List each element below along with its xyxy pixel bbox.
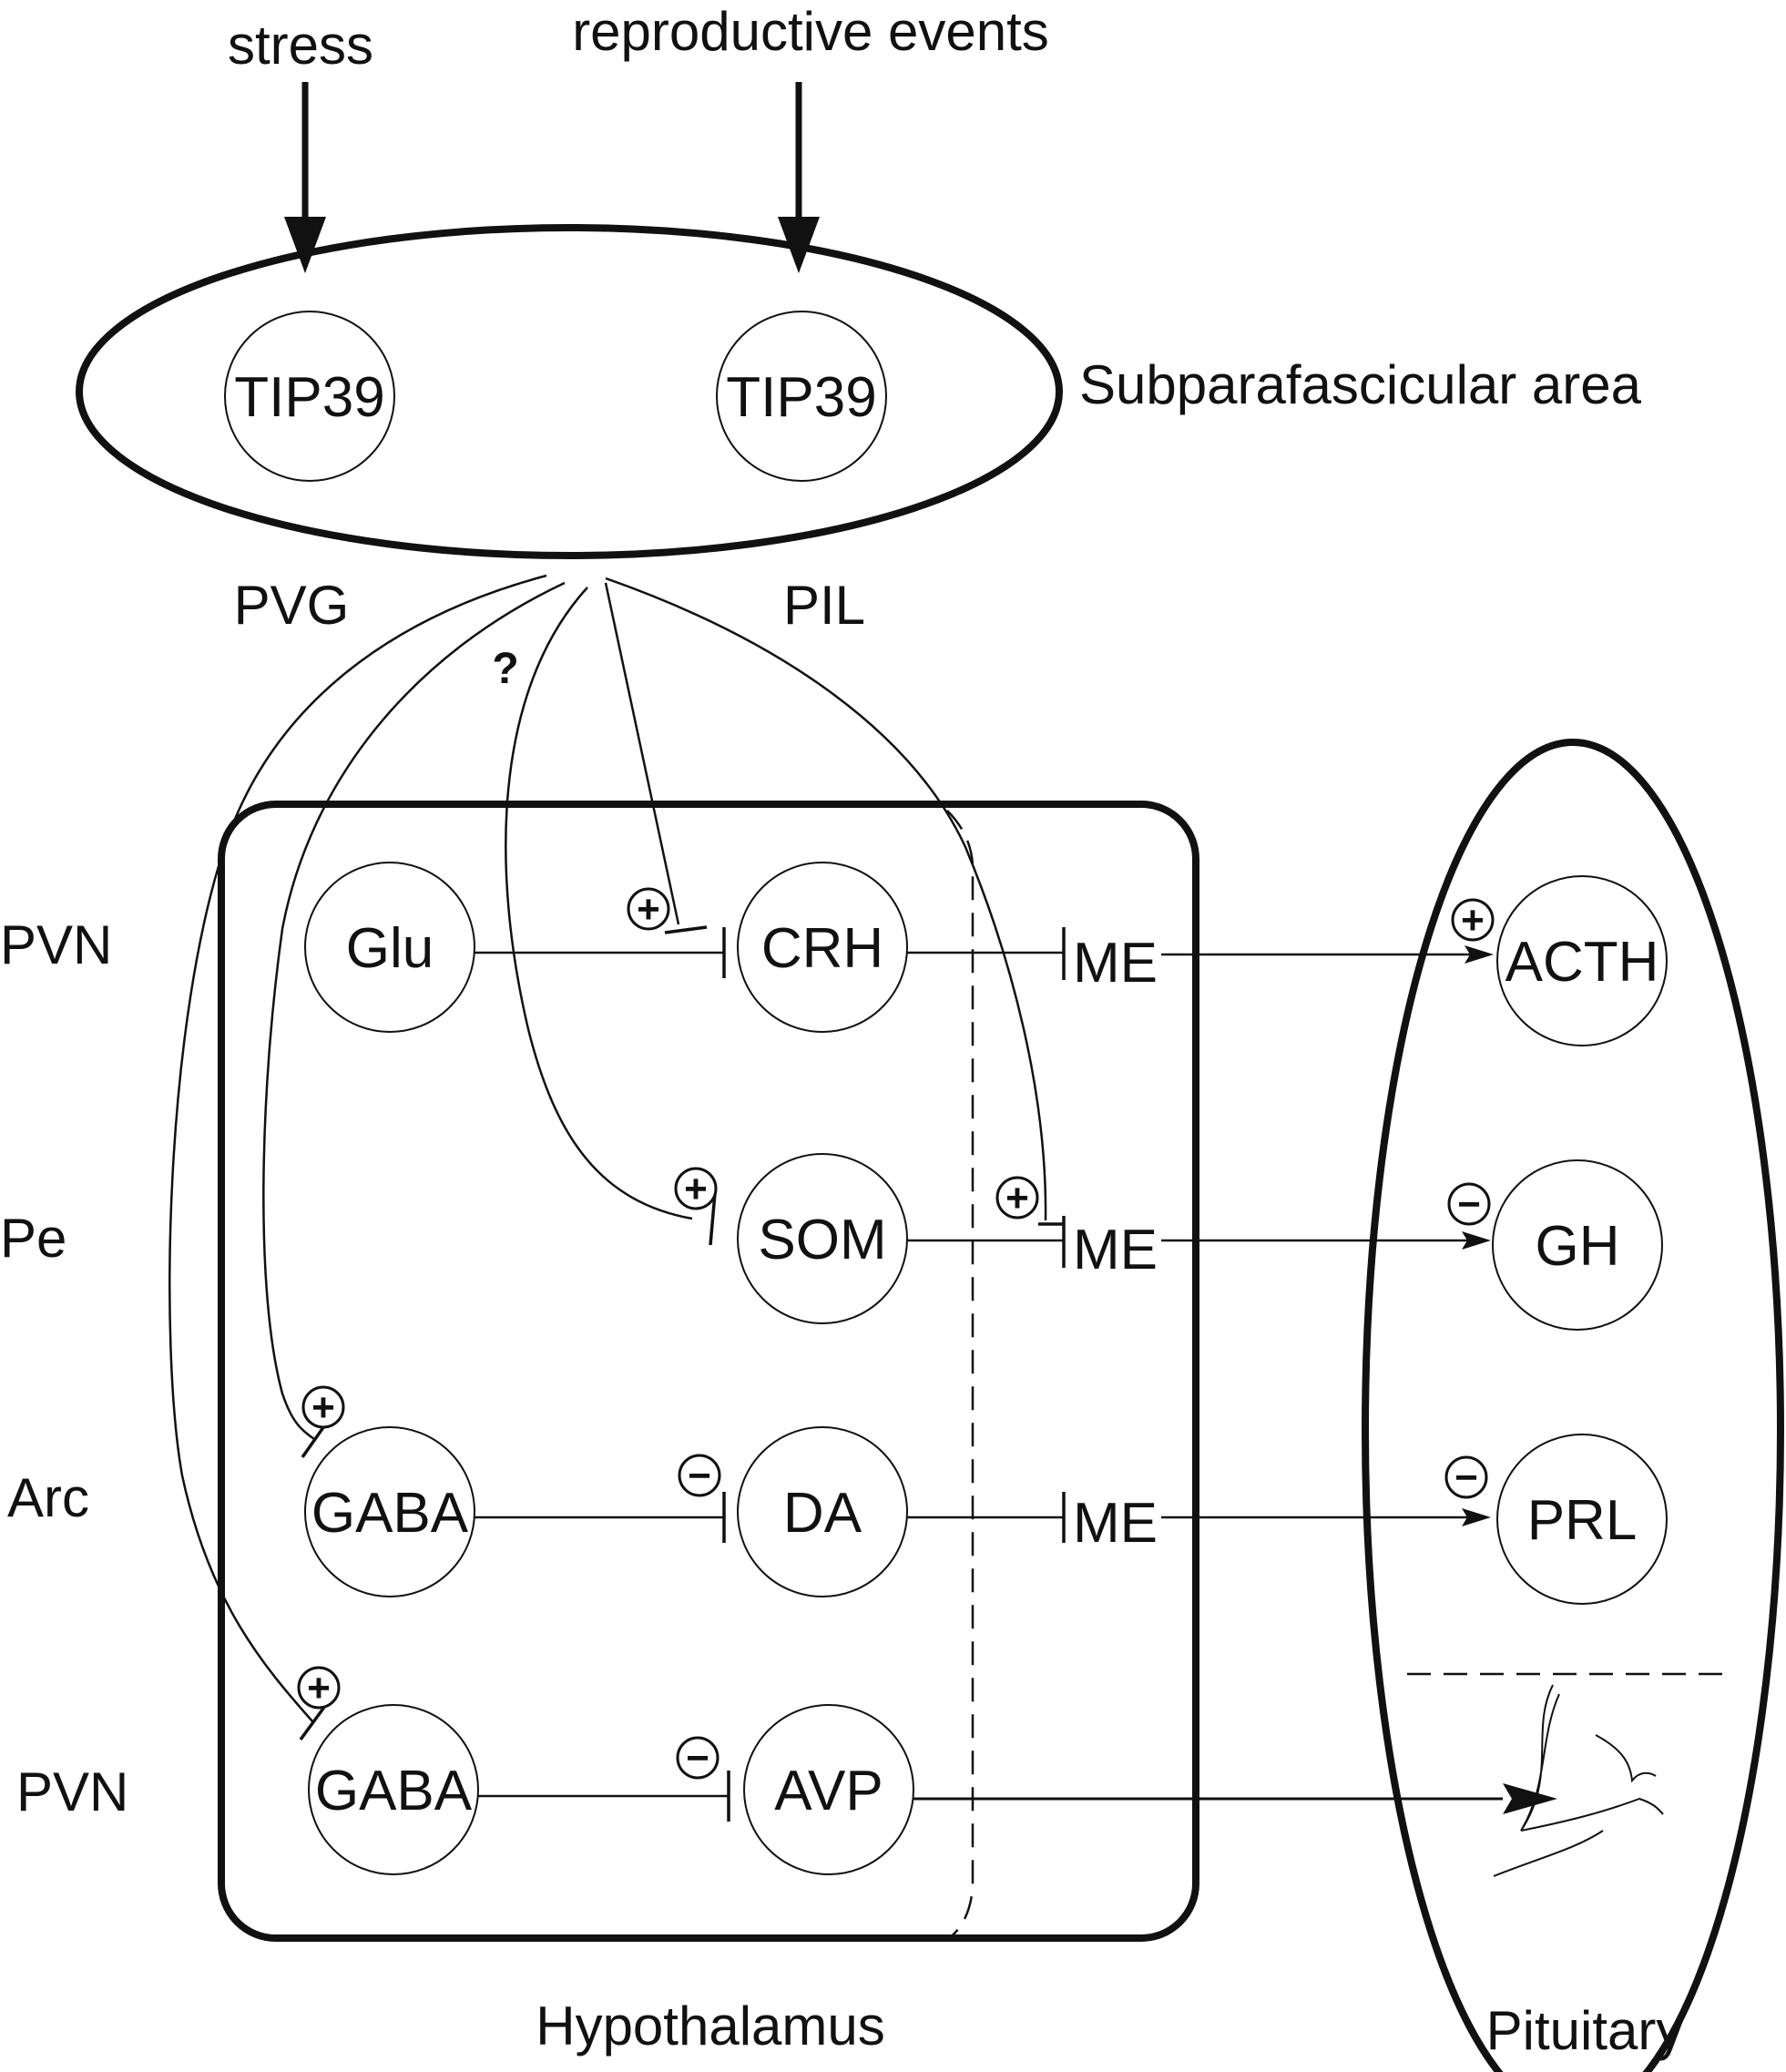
tip39-right-label: TIP39 [726,366,876,429]
me-label-1: ME [1073,932,1158,995]
svg-text:−: − [1457,1182,1481,1227]
sign-plus-som: + [674,1167,718,1211]
prl-node [1496,1434,1668,1605]
sign-plus-acth: + [1451,898,1495,943]
acth-label: ACTH [1505,931,1659,994]
crh-label: CRH [761,917,883,980]
sign-plus-me-som: + [995,1176,1039,1220]
posterior-pituitary-vessels-icon [1493,1684,1664,1877]
som-label: SOM [758,1209,886,1271]
sign-minus-avp: − [676,1736,720,1781]
gaba-to-da-connector [475,1492,726,1543]
stress-arrow [284,82,326,273]
pvg-label: PVG [234,575,350,636]
reproductive-events-label: reproductive events [572,1,1049,62]
da-label: DA [783,1482,862,1545]
svg-text:−: − [688,1454,711,1498]
sign-minus-prl: − [1444,1455,1488,1500]
glu-label: Glu [346,917,434,980]
pvn-label-bottom: PVN [16,1761,128,1822]
crh-to-me-connector [907,927,1066,980]
subparafascicular-ellipse [76,224,1063,559]
pituitary-label: Pituitary [1486,2000,1684,2061]
gaba-pvn-label: GABA [315,1760,473,1822]
gaba-pvn-node [308,1704,479,1875]
me-label-3: ME [1073,1492,1158,1555]
sign-plus-crh: + [627,887,670,932]
glu-to-crh-connector [475,927,726,978]
me-to-prl-arrow [1161,1508,1491,1526]
hypothalamus-label: Hypothalamus [536,1995,885,2057]
svg-text:+: + [637,887,660,932]
svg-text:+: + [311,1385,335,1430]
svg-text:−: − [1454,1455,1478,1500]
sign-minus-gh: − [1447,1182,1491,1227]
gh-node [1492,1159,1663,1331]
arc-label: Arc [7,1467,89,1528]
tip39-projections [168,574,1064,1741]
acth-node [1496,875,1668,1046]
pe-label: Pe [0,1208,66,1269]
avp-to-posterior-pituitary-arrow [913,1783,1557,1814]
pvn-label-top: PVN [0,914,112,975]
som-node [737,1153,908,1324]
gh-label: GH [1536,1215,1620,1278]
avp-node [743,1704,914,1875]
median-eminence-boundary [946,810,975,1941]
pituitary-ellipse [1362,739,1784,2072]
sign-minus-da: − [678,1454,721,1498]
prl-label: PRL [1527,1489,1638,1552]
tip39-left-label: TIP39 [234,366,384,429]
me-to-acth-arrow [1161,945,1494,964]
hypothalamus-box [218,801,1199,1942]
me-to-gh-arrow [1161,1231,1491,1250]
svg-text:+: + [1005,1176,1029,1220]
svg-text:−: − [686,1736,709,1781]
crh-node [737,862,908,1033]
svg-text:+: + [684,1167,708,1211]
tip39-left-node [224,311,395,482]
tip39-right-node [716,311,887,482]
svg-text:+: + [307,1666,331,1710]
da-node [737,1426,908,1597]
gaba-arc-node [304,1426,475,1597]
subparafascicular-label: Subparafascicular area [1079,354,1642,415]
me-label-2: ME [1073,1219,1158,1281]
stress-label: stress [228,15,373,76]
pil-label: PIL [783,575,865,636]
gaba-arc-label: GABA [311,1482,469,1545]
glu-node [304,862,475,1033]
sign-plus-gaba-arc: + [301,1385,345,1430]
avp-label: AVP [774,1760,883,1822]
da-to-me-connector [907,1492,1066,1543]
unknown-mark: ? [492,645,518,693]
gaba-to-avp-connector [478,1771,730,1822]
svg-text:+: + [1461,898,1485,943]
sign-plus-gaba-pvn: + [297,1666,341,1710]
